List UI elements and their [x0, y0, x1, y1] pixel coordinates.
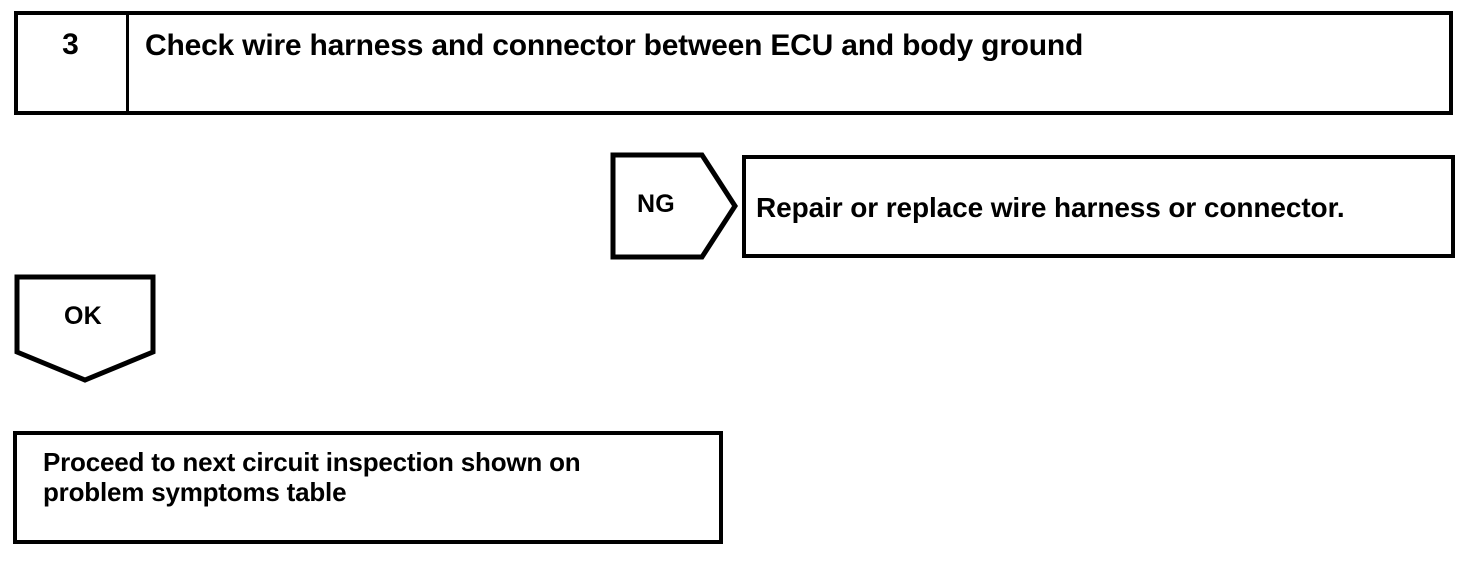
repair-action-box: Repair or replace wire harness or connec… [742, 155, 1455, 258]
proceed-action-text: Proceed to next circuit inspection shown… [43, 447, 709, 507]
ok-branch-arrow: OK [14, 274, 156, 384]
ng-arrow-shape [610, 152, 738, 260]
repair-action-text: Repair or replace wire harness or connec… [756, 192, 1345, 223]
step-title: Check wire harness and connector between… [145, 29, 1084, 62]
ok-arrow-shape [14, 274, 156, 383]
proceed-action-box: Proceed to next circuit inspection shown… [13, 431, 723, 544]
proceed-action-line-1: Proceed to next circuit inspection shown… [43, 447, 581, 477]
step-header-box: 3 Check wire harness and connector betwe… [14, 11, 1453, 115]
ng-branch-label: NG [636, 190, 676, 218]
ok-branch-label: OK [63, 302, 103, 330]
step-number-cell: 3 [18, 15, 129, 111]
proceed-action-line-2: problem symptoms table [43, 477, 347, 507]
ng-branch-arrow: NG [610, 152, 738, 260]
step-number: 3 [62, 28, 79, 61]
